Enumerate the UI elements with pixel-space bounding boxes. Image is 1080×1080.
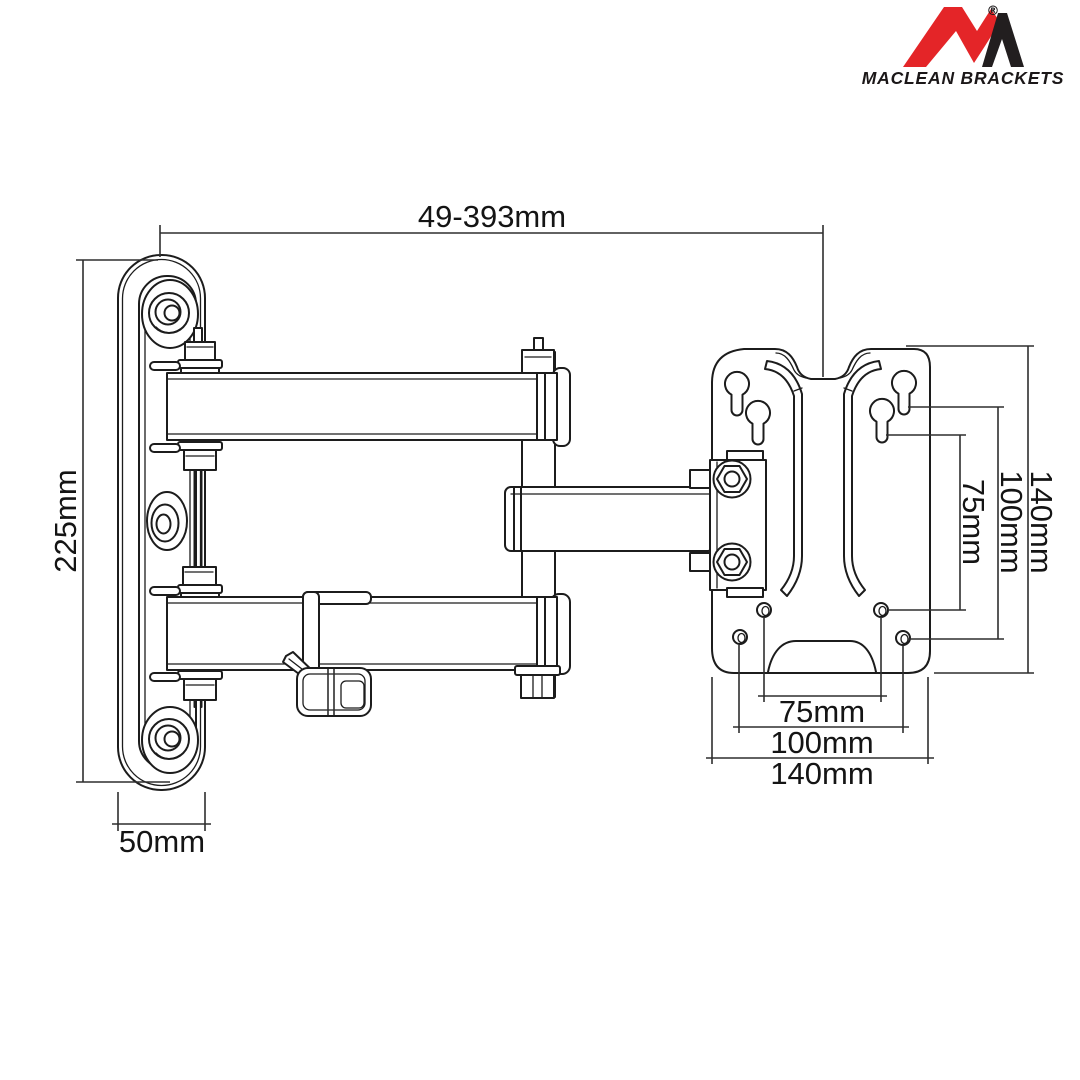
keyhole-slot — [891, 370, 917, 416]
bracket-bottom-tab — [726, 587, 764, 598]
vesa-nut-bracket — [689, 450, 767, 598]
pivot-bolt-top — [184, 341, 216, 361]
dim-wall-plate-height: 225mm — [48, 259, 170, 783]
wall-plate-middle-mount — [146, 491, 188, 551]
upper-arm-assembly — [149, 327, 571, 568]
maclean-logo: ® MACLEAN BRACKETS — [862, 4, 1064, 88]
middle-arm — [504, 486, 715, 552]
dim-vesa-vertical-140: 140mm — [906, 345, 1059, 674]
dim-label-vesa-vertical-140: 140mm — [1024, 470, 1059, 573]
dim-label-vesa-horizontal-140: 140mm — [770, 756, 873, 791]
dimension-annotations: 49-393mm 225mm 50mm 75mm 100mm — [48, 199, 1059, 859]
pivot-bolt-lower — [182, 566, 217, 586]
plate-tab — [149, 586, 181, 596]
dim-wall-plate-width: 50mm — [112, 792, 211, 859]
pivot-nut-lower — [183, 678, 217, 701]
logo-m-red — [903, 7, 1000, 67]
upper-arm — [166, 372, 558, 441]
post-bottom-nut — [520, 674, 555, 699]
bottom-arch — [767, 640, 877, 673]
wall-plate-top-mount — [141, 279, 199, 349]
cable-clip — [282, 591, 372, 717]
keyhole-slot — [869, 398, 895, 444]
wall-plate-bottom-mount — [141, 706, 199, 774]
plate-tab — [149, 443, 181, 453]
wall-plate — [117, 254, 206, 791]
channel-slot-right — [843, 360, 882, 597]
lower-arm — [166, 596, 558, 671]
bolt-shaft — [689, 552, 711, 572]
dim-label-arm-extension: 49-393mm — [418, 199, 566, 234]
lower-arm-assembly — [149, 566, 571, 708]
keyhole-slot — [745, 400, 771, 446]
logo-m-dark — [982, 13, 1024, 67]
dim-label-vesa-horizontal-75: 75mm — [779, 694, 865, 729]
dim-label-vesa-vertical-100: 100mm — [994, 470, 1029, 573]
registered-trademark-icon: ® — [987, 4, 1000, 19]
logo-brand-text: MACLEAN BRACKETS — [862, 68, 1064, 88]
post-top-stem — [533, 337, 544, 351]
clip-strap — [302, 591, 320, 675]
dim-vesa-horizontal-75: 75mm — [758, 617, 887, 729]
channel-slot-left — [764, 360, 803, 597]
vesa-plate — [711, 348, 931, 674]
post-top-bolt — [521, 349, 555, 374]
dim-arm-extension: 49-393mm — [159, 199, 824, 377]
hex-nut-lower — [712, 542, 752, 582]
dim-vesa-vertical-100: 100mm — [908, 406, 1029, 640]
dim-label-wall-plate-width: 50mm — [119, 824, 205, 859]
plate-tab — [149, 672, 181, 682]
dim-vesa-vertical-75: 75mm — [886, 434, 991, 611]
wall-mount-drawing — [117, 254, 931, 791]
pivot-nut — [183, 449, 217, 471]
dim-vesa-horizontal-100: 100mm — [733, 645, 909, 760]
hex-nut-upper — [712, 459, 752, 499]
dim-label-vesa-vertical-75: 75mm — [956, 479, 991, 565]
dim-vesa-horizontal-140: 140mm — [706, 677, 934, 791]
plate-tab — [149, 361, 181, 371]
dim-label-vesa-horizontal-100: 100mm — [770, 725, 873, 760]
dim-label-wall-plate-height: 225mm — [48, 469, 83, 572]
bolt-shaft — [689, 469, 711, 489]
keyhole-slot — [724, 371, 750, 417]
pivot-stem-top — [193, 327, 203, 343]
